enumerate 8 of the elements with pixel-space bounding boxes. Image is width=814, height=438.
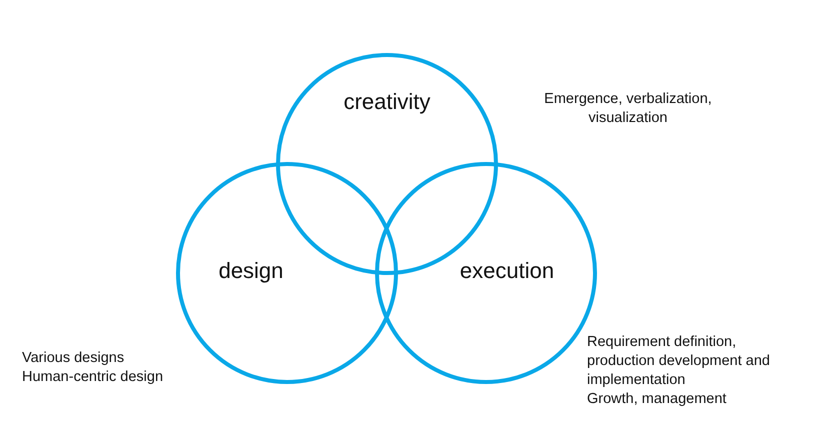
annotation-text: Requirement definition, production development and implementation (587, 333, 771, 390)
circle-label: design (218, 260, 284, 282)
annotation-text: Human-centric design (22, 368, 164, 387)
annotation-text: Growth, management (587, 390, 728, 409)
annotation-text: Various designs (22, 349, 126, 368)
annotation-text: Emergence, verbalization, visualization (543, 90, 713, 128)
circle-label: creativity (344, 91, 430, 113)
circle-label: execution (460, 260, 554, 282)
